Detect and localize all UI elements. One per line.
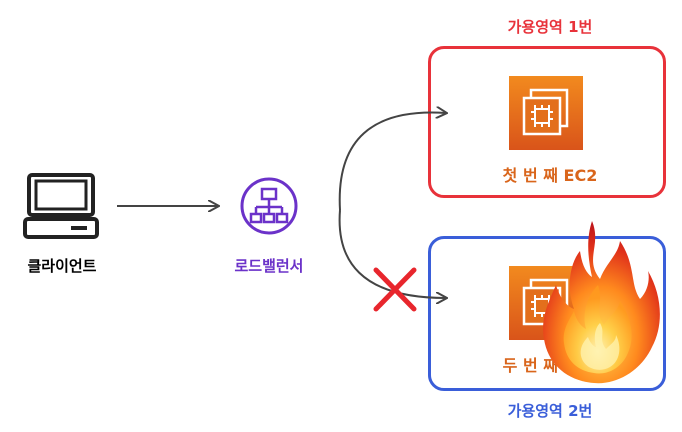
fire-icon [543,221,660,384]
lb-to-az1-arrow [338,112,446,211]
availability-zone-1-title: 가용영역 1번 [507,18,593,36]
load-balancer-icon [240,177,298,235]
computer-icon [23,173,99,239]
ec2-instance-icon [509,76,583,150]
lb-to-az2-arrow [338,209,446,298]
x-mark-icon [373,267,417,312]
load-balancer-label: 로드밸런서 [234,257,304,275]
client-label: 클라이언트 [27,257,97,275]
availability-zone-2-title: 가용영역 2번 [507,402,593,420]
ec2-instance-1-label: 첫 번 째 EC2 [502,166,598,185]
availability-zone-1-box [428,46,666,198]
availability-zone-2-box [428,236,666,391]
